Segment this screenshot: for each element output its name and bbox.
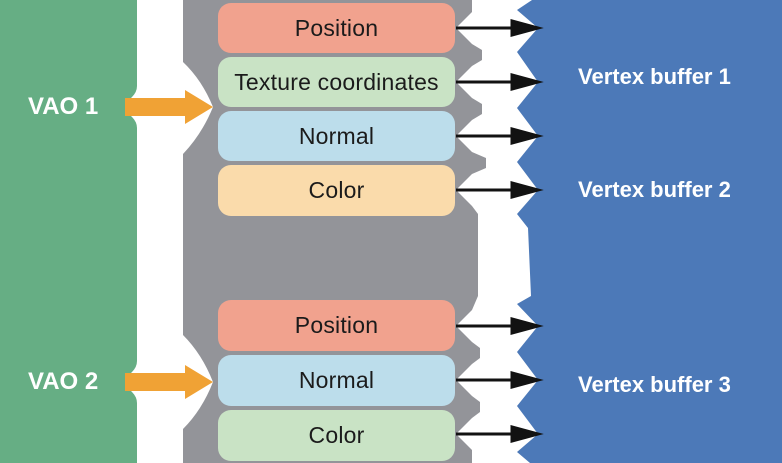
attribute-box-normal-1: Normal	[218, 111, 455, 161]
attribute-box-position-1: Position	[218, 3, 455, 53]
vertex-buffer-2-label: Vertex buffer 2	[578, 177, 731, 202]
buffer-arrow-head-icon	[510, 19, 544, 37]
vao-panel	[0, 0, 137, 463]
vao1-label: VAO 1	[28, 93, 99, 120]
buffer-arrow-head-icon	[510, 181, 544, 199]
buffer-panel	[517, 0, 782, 463]
vertex-buffer-3-label: Vertex buffer 3	[578, 372, 731, 397]
buffer-arrow-head-icon	[510, 317, 544, 335]
vao1-arrow-icon	[125, 90, 213, 124]
attribute-box-label: Normal	[298, 367, 375, 393]
attribute-box-label: Position	[294, 14, 379, 41]
attribute-box-label: Position	[294, 312, 379, 338]
buffer-arrow-head-icon	[510, 425, 544, 443]
buffer-arrow-head-icon	[510, 127, 544, 145]
buffer-arrow-head-icon	[510, 73, 544, 91]
vertex-buffer-1-label: Vertex buffer 1	[578, 64, 731, 89]
vao2-arrow-icon	[125, 365, 213, 399]
attribute-box-label: Color	[308, 422, 365, 448]
attribute-box-label: Color	[308, 177, 365, 203]
buffer-arrow-head-icon	[510, 371, 544, 389]
attribute-box-label: Texture coordinates	[234, 68, 439, 95]
attribute-box-label: Normal	[298, 122, 375, 149]
attribute-box-position-2: Position	[218, 300, 455, 351]
attribute-box-color-2: Color	[218, 410, 455, 461]
vao2-label: VAO 2	[28, 368, 99, 395]
attribute-box-normal-2: Normal	[218, 355, 455, 406]
attribute-box-texcoords: Texture coordinates	[218, 57, 455, 107]
attribute-box-color-1: Color	[218, 165, 455, 216]
